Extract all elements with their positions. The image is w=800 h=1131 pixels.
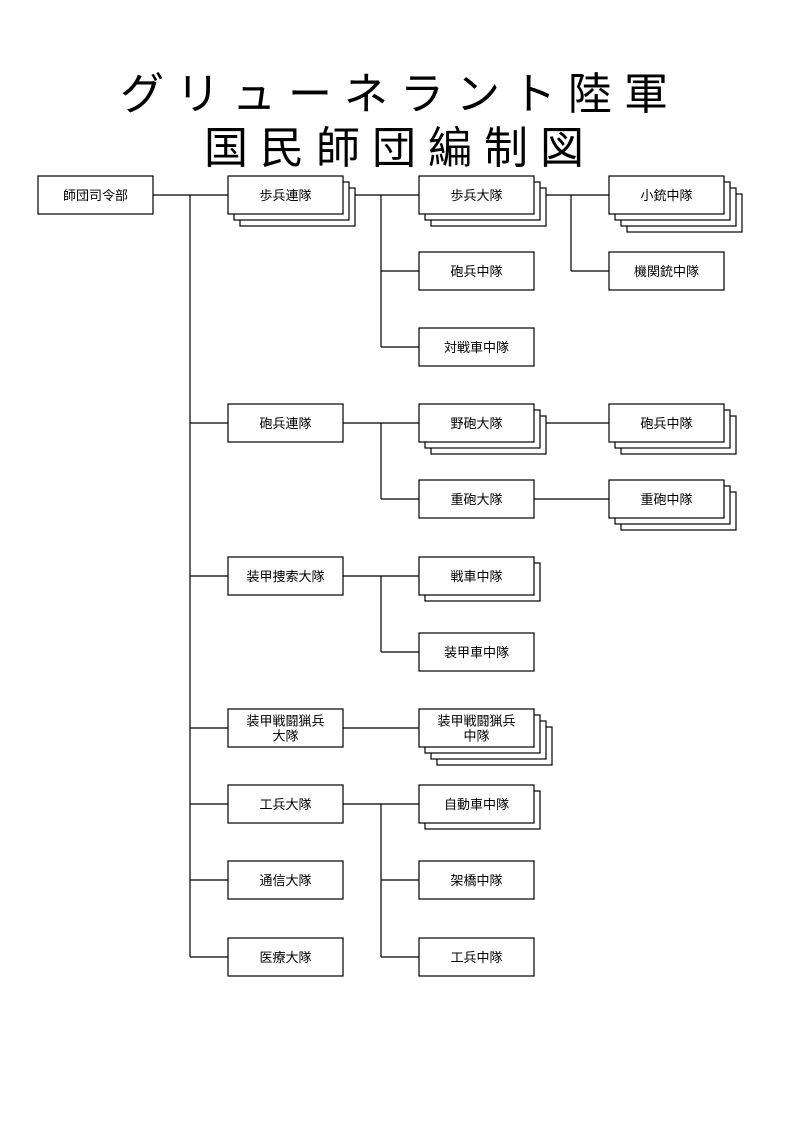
unit-box xyxy=(227,937,344,977)
unit-signal-battalion: 通信大隊 xyxy=(227,860,344,900)
unit-label: 中隊 xyxy=(463,729,489,745)
unit-label: 重砲中隊 xyxy=(640,492,692,508)
unit-box xyxy=(418,327,535,367)
unit-inf-battalion: 歩兵大隊 xyxy=(418,175,547,227)
unit-label: 通信大隊 xyxy=(259,873,311,889)
unit-label: 架橋中隊 xyxy=(450,873,502,889)
unit-heavy-art-battalion: 重砲大隊 xyxy=(418,479,535,519)
unit-box xyxy=(418,175,535,215)
unit-recon-battalion: 装甲捜索大隊 xyxy=(227,556,344,596)
unit-field-art-battalion: 野砲大隊 xyxy=(418,403,547,455)
unit-box xyxy=(418,251,535,291)
unit-box xyxy=(608,251,725,291)
unit-label: 歩兵大隊 xyxy=(450,188,502,204)
unit-field-battery: 砲兵中隊 xyxy=(608,403,737,455)
chart-title-line-1: グリューネラント陸軍 xyxy=(120,69,680,120)
unit-label: 装甲戦闘猟兵 xyxy=(437,715,515,730)
unit-label: 自動車中隊 xyxy=(444,797,509,813)
unit-rifle-company: 小銃中隊 xyxy=(608,175,743,233)
unit-label: 装甲捜索大隊 xyxy=(246,569,324,585)
unit-box xyxy=(418,784,535,824)
unit-engineer-battalion: 工兵大隊 xyxy=(227,784,344,824)
unit-label: 小銃中隊 xyxy=(640,188,692,204)
unit-label: 師団司令部 xyxy=(63,189,128,204)
unit-box xyxy=(608,175,725,215)
unit-box xyxy=(227,708,344,748)
unit-box xyxy=(608,479,725,519)
unit-box xyxy=(227,403,344,443)
unit-at-company: 対戦車中隊 xyxy=(418,327,535,367)
unit-box xyxy=(608,403,725,443)
unit-label: 大隊 xyxy=(272,729,298,745)
unit-label: 対戦車中隊 xyxy=(444,340,509,356)
unit-motor-transport-company: 自動車中隊 xyxy=(418,784,541,830)
unit-box xyxy=(418,479,535,519)
unit-box xyxy=(418,860,535,900)
unit-hq: 師団司令部 xyxy=(37,175,154,215)
unit-mg-company: 機関銃中隊 xyxy=(608,251,725,291)
unit-inf-gun-company: 砲兵中隊 xyxy=(418,251,535,291)
unit-box xyxy=(37,175,154,215)
unit-label: 野砲大隊 xyxy=(450,416,502,432)
unit-label: 機関銃中隊 xyxy=(634,264,699,280)
unit-medical-battalion: 医療大隊 xyxy=(227,937,344,977)
unit-box xyxy=(418,403,535,443)
unit-bridging-company: 架橋中隊 xyxy=(418,860,535,900)
unit-box xyxy=(418,937,535,977)
unit-heavy-battery: 重砲中隊 xyxy=(608,479,737,531)
unit-box xyxy=(227,860,344,900)
unit-label: 砲兵中隊 xyxy=(450,264,502,280)
unit-armored-car-company: 装甲車中隊 xyxy=(418,632,535,672)
unit-box xyxy=(418,632,535,672)
unit-box xyxy=(418,708,535,748)
unit-box xyxy=(227,556,344,596)
unit-box xyxy=(227,784,344,824)
unit-label: 重砲大隊 xyxy=(450,492,502,508)
unit-box xyxy=(227,175,344,215)
unit-engineer-company: 工兵中隊 xyxy=(418,937,535,977)
unit-inf-regiment: 歩兵連隊 xyxy=(227,175,356,227)
unit-label: 工兵大隊 xyxy=(259,797,311,813)
unit-art-regiment: 砲兵連隊 xyxy=(227,403,344,443)
chart-title-line-2: 国民師団編制図 xyxy=(204,123,596,174)
unit-label: 装甲戦闘猟兵 xyxy=(246,715,324,730)
unit-box xyxy=(418,556,535,596)
unit-boxes: 師団司令部歩兵連隊歩兵大隊小銃中隊機関銃中隊砲兵中隊対戦車中隊砲兵連隊野砲大隊砲… xyxy=(37,175,743,977)
unit-label: 工兵中隊 xyxy=(450,950,502,966)
unit-label: 砲兵中隊 xyxy=(640,416,692,432)
unit-label: 歩兵連隊 xyxy=(259,188,311,204)
unit-label: 医療大隊 xyxy=(259,950,311,966)
unit-label: 戦車中隊 xyxy=(450,569,502,585)
connector-lines xyxy=(153,194,609,958)
unit-tank-company: 戦車中隊 xyxy=(418,556,541,602)
unit-label: 装甲車中隊 xyxy=(444,645,509,661)
unit-label: 砲兵連隊 xyxy=(259,416,311,432)
